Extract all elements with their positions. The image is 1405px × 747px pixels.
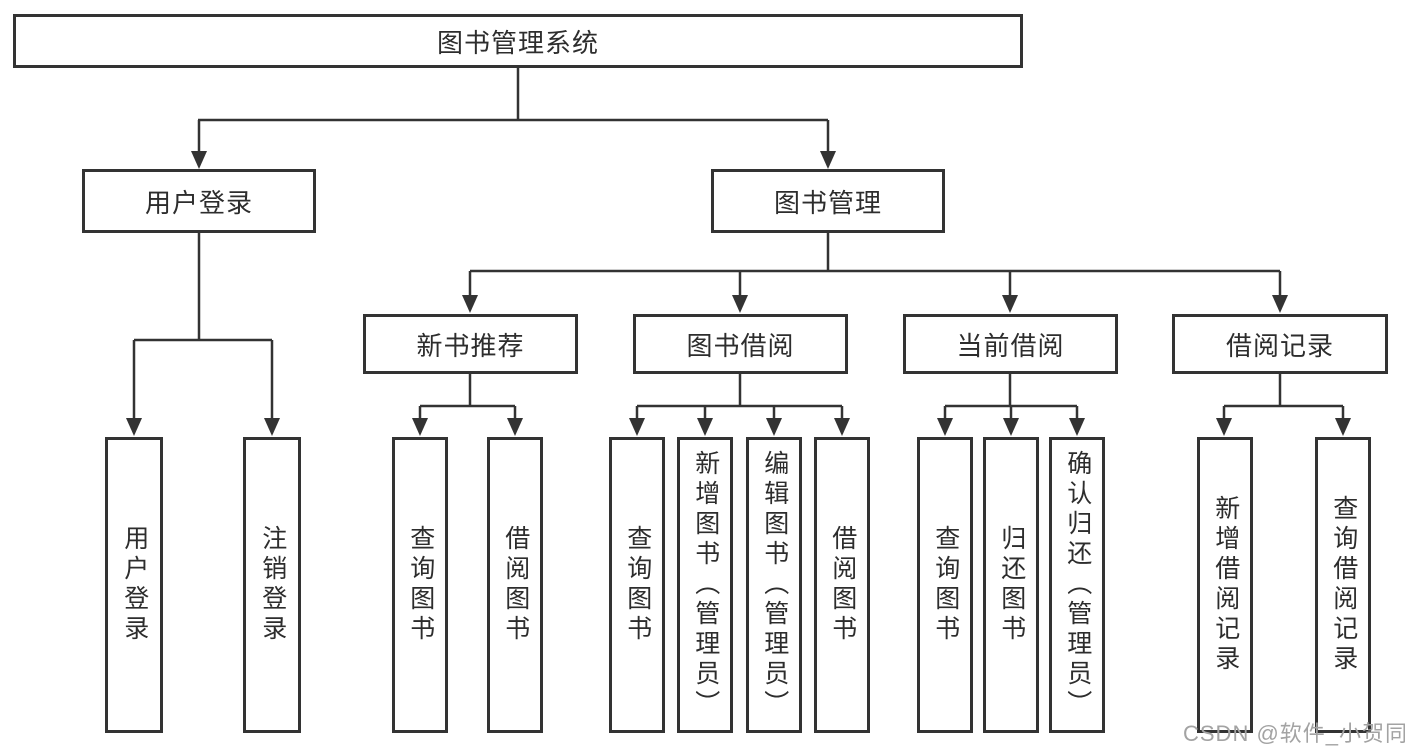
node-system-root: 图书管理系统	[13, 14, 1023, 68]
node-current-borrow-label: 当前借阅	[956, 330, 1065, 361]
leaf-return-books: 归还图书	[983, 437, 1039, 733]
node-user-login: 用户登录	[82, 169, 316, 233]
node-new-book-recommend-label: 新书推荐	[416, 330, 525, 361]
leaf-borrow-books-1: 借阅图书	[487, 437, 543, 733]
leaf-logout: 注销登录	[243, 437, 301, 733]
leaf-query-books-3: 查询图书	[917, 437, 973, 733]
leaf-add-borrow-record-label: 新增借阅记录	[1211, 495, 1240, 675]
node-book-borrow-label: 图书借阅	[686, 330, 795, 361]
leaf-user-login: 用户登录	[105, 437, 163, 733]
leaf-confirm-return-admin-label: 确认归还（管理员）	[1063, 450, 1092, 720]
leaf-add-books-admin: 新增图书（管理员）	[677, 437, 733, 733]
leaf-query-borrow-record-label: 查询借阅记录	[1329, 495, 1358, 675]
leaf-query-books-2: 查询图书	[609, 437, 665, 733]
leaf-confirm-return-admin: 确认归还（管理员）	[1049, 437, 1105, 733]
csdn-watermark: CSDN @软件_小贺同学	[1183, 721, 1405, 746]
arrowheads	[126, 151, 1351, 436]
leaf-add-books-admin-label: 新增图书（管理员）	[691, 450, 720, 720]
node-current-borrow: 当前借阅	[903, 314, 1118, 374]
node-borrow-records-label: 借阅记录	[1225, 330, 1334, 361]
leaf-query-books-3-label: 查询图书	[931, 525, 960, 645]
leaf-query-books-1: 查询图书	[392, 437, 448, 733]
node-new-book-recommend: 新书推荐	[363, 314, 578, 374]
node-book-management-label: 图书管理	[773, 187, 882, 218]
leaf-query-books-1-label: 查询图书	[406, 525, 435, 645]
leaf-query-borrow-record: 查询借阅记录	[1315, 437, 1371, 733]
leaf-query-books-2-label: 查询图书	[623, 525, 652, 645]
node-user-login-label: 用户登录	[144, 187, 253, 218]
node-book-management: 图书管理	[711, 169, 945, 233]
node-book-borrow: 图书借阅	[633, 314, 848, 374]
leaf-borrow-books-2-label: 借阅图书	[828, 525, 857, 645]
leaf-edit-books-admin: 编辑图书（管理员）	[746, 437, 802, 733]
leaf-edit-books-admin-label: 编辑图书（管理员）	[760, 450, 789, 720]
node-system-root-label: 图书管理系统	[436, 27, 599, 58]
node-borrow-records: 借阅记录	[1172, 314, 1388, 374]
leaf-borrow-books-2: 借阅图书	[814, 437, 870, 733]
leaf-borrow-books-1-label: 借阅图书	[501, 525, 530, 645]
leaf-return-books-label: 归还图书	[997, 525, 1026, 645]
leaf-logout-label: 注销登录	[258, 525, 287, 645]
leaf-add-borrow-record: 新增借阅记录	[1197, 437, 1253, 733]
leaf-user-login-label: 用户登录	[120, 525, 149, 645]
